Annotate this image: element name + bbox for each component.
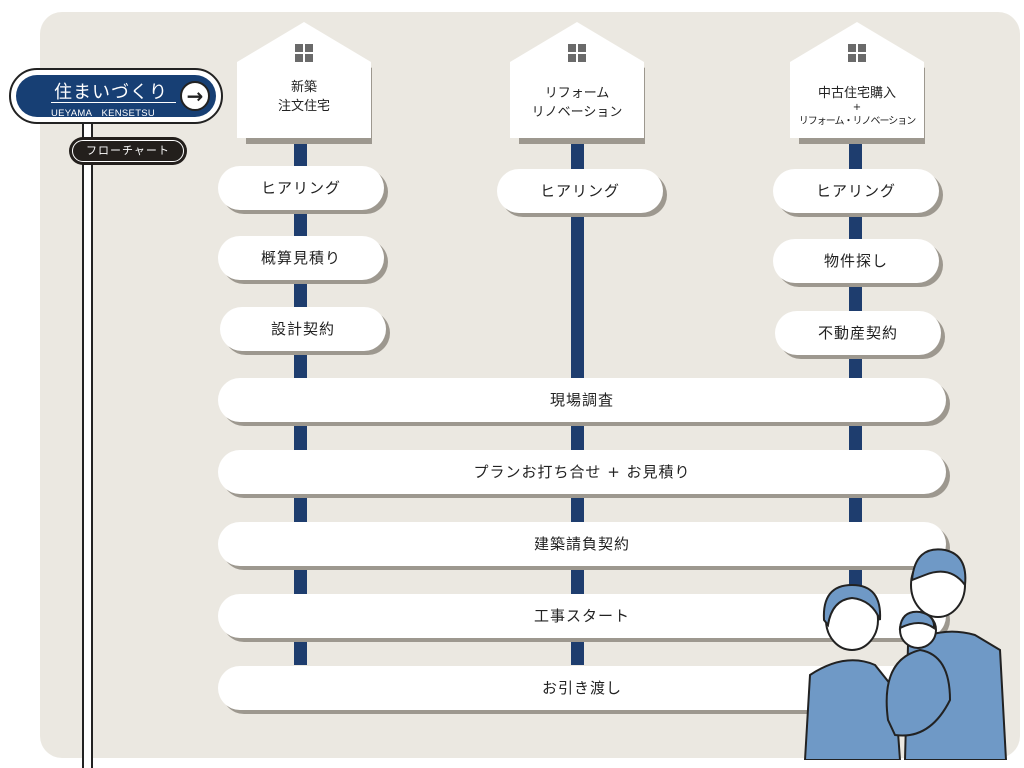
window-icon bbox=[568, 44, 586, 62]
step-real-estate-contract[interactable]: 不動産契約 bbox=[775, 311, 941, 355]
divider bbox=[51, 102, 176, 103]
step-hearing-new[interactable]: ヒアリング bbox=[218, 166, 384, 210]
flowchart-tag-label: フローチャート bbox=[72, 140, 184, 162]
house-label: リノベーション bbox=[531, 105, 623, 120]
window-icon bbox=[848, 44, 866, 62]
house-label: 注文住宅 bbox=[277, 99, 330, 114]
step-plan-meeting[interactable]: プランお打ち合せ + お見積り bbox=[218, 450, 946, 494]
sign-title: 住まいづくり bbox=[54, 82, 168, 103]
house-label: リフォーム・リノベーション bbox=[798, 116, 917, 127]
house-reform: リフォーム リノベーション bbox=[510, 22, 645, 144]
step-hearing-reform[interactable]: ヒアリング bbox=[497, 169, 663, 213]
house-label: 新築 bbox=[290, 80, 317, 95]
house-label: 中古住宅購入 bbox=[817, 86, 896, 101]
arrow-right-icon[interactable]: → bbox=[180, 81, 210, 111]
step-property-search[interactable]: 物件探し bbox=[773, 239, 939, 283]
step-site-survey[interactable]: 現場調査 bbox=[218, 378, 946, 422]
sign-subtitle: UEYAMA KENSETSU bbox=[51, 108, 156, 119]
signpost-pole bbox=[82, 118, 93, 768]
step-construction-contract[interactable]: 建築請負契約 bbox=[218, 522, 946, 566]
step-hearing-used[interactable]: ヒアリング bbox=[773, 169, 939, 213]
step-estimate[interactable]: 概算見積り bbox=[218, 236, 384, 280]
flowchart-tag: フローチャート bbox=[69, 137, 187, 165]
house-label: リフォーム bbox=[544, 86, 610, 101]
signboard[interactable]: 住まいづくり UEYAMA KENSETSU → bbox=[9, 68, 223, 124]
window-icon bbox=[295, 44, 313, 62]
house-new-build: 新築 注文住宅 bbox=[237, 22, 372, 144]
house-label: + bbox=[852, 102, 862, 113]
house-used-purchase: 中古住宅購入 + リフォーム・リノベーション bbox=[790, 22, 925, 144]
step-design-contract[interactable]: 設計契約 bbox=[220, 307, 386, 351]
family-illustration bbox=[803, 548, 1008, 760]
